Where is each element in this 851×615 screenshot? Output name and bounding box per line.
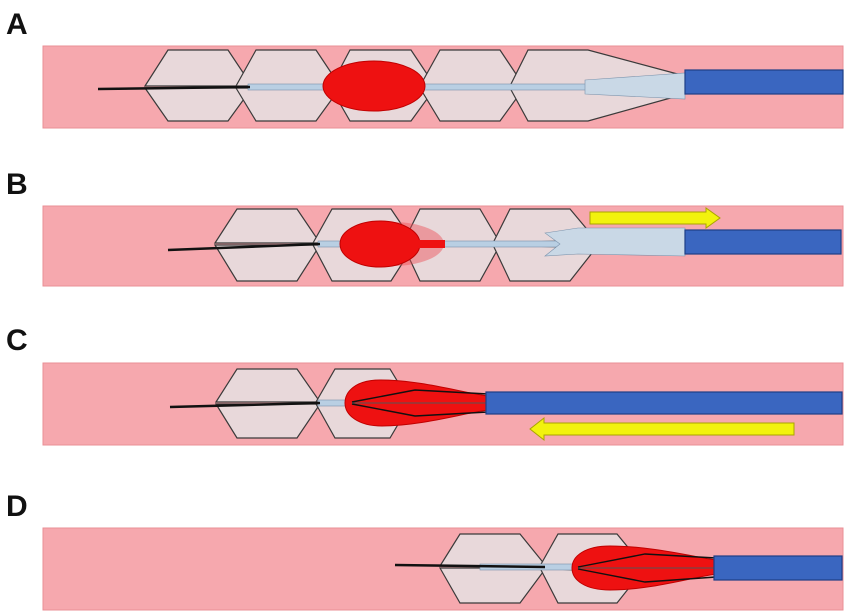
panel-c: C — [6, 324, 844, 446]
stent-struts-d — [577, 553, 717, 583]
panel-b: B — [6, 168, 844, 287]
arrow-right-icon — [589, 207, 721, 229]
guidewire-d — [394, 563, 546, 569]
clot-strand-b — [405, 240, 445, 248]
guidewire-c — [169, 401, 321, 409]
panel-label-a: A — [6, 8, 28, 41]
panel-d: D — [6, 490, 844, 611]
arrow-left-icon — [529, 416, 795, 442]
guidewire-a — [97, 85, 251, 91]
clot-a — [322, 60, 426, 112]
guidewire-b — [167, 242, 321, 252]
catheter-a — [684, 69, 844, 95]
panel-a: A — [6, 8, 844, 129]
panel-label-d: D — [6, 490, 28, 523]
panel-label-b: B — [6, 168, 28, 201]
catheter-c — [485, 391, 843, 415]
catheter-b — [684, 229, 842, 255]
catheter-d — [713, 555, 843, 581]
stent-struts-c — [351, 389, 489, 417]
panel-label-c: C — [6, 324, 28, 357]
